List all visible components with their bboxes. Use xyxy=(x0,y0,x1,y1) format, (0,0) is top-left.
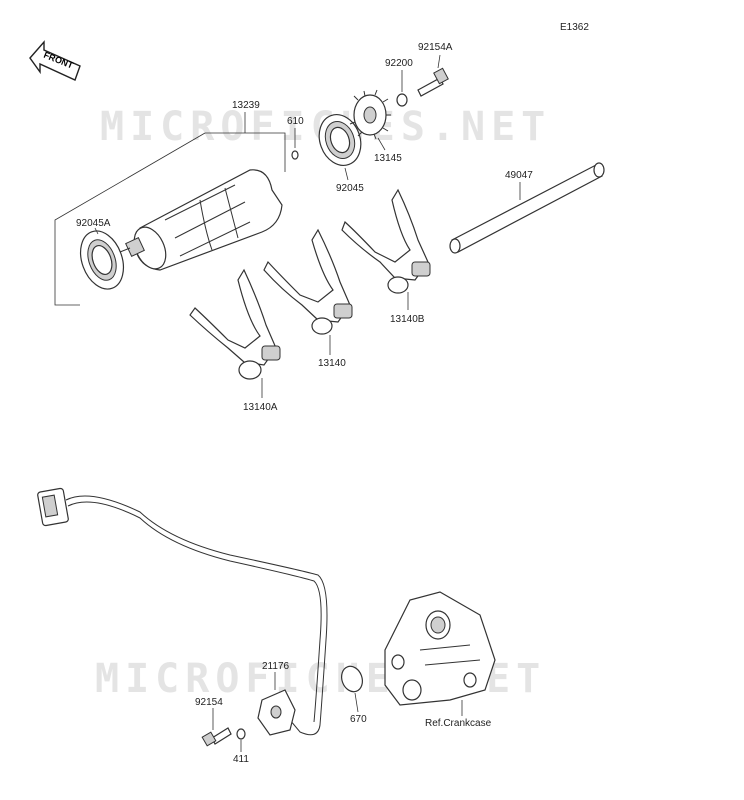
crankcase-ref xyxy=(384,591,496,706)
gear-13145 xyxy=(349,89,391,140)
oil-seal-92045A xyxy=(79,230,125,290)
shift-fork-13140 xyxy=(263,228,353,335)
label-13239: 13239 xyxy=(232,100,260,111)
shift-fork-13140A xyxy=(189,268,281,380)
label-21176: 21176 xyxy=(262,661,290,672)
washer-411 xyxy=(236,728,246,740)
label-670: 670 xyxy=(350,714,367,725)
label-49047: 49047 xyxy=(505,170,533,181)
label-92045A: 92045A xyxy=(76,218,111,229)
label-411: 411 xyxy=(233,754,249,765)
label-13140B: 13140B xyxy=(390,314,425,325)
washer-92200 xyxy=(396,93,408,107)
label-610: 610 xyxy=(287,116,304,127)
sensor-21176 xyxy=(257,689,296,736)
label-92154A: 92154A xyxy=(418,42,453,53)
label-92154: 92154 xyxy=(195,697,223,708)
bolt-92154 xyxy=(201,727,232,747)
label-13140A: 13140A xyxy=(243,402,278,413)
o-ring-670 xyxy=(341,665,363,693)
diagram-code: E1362 xyxy=(560,22,589,33)
shift-drum xyxy=(119,169,283,271)
sensor-harness xyxy=(37,487,328,736)
label-92045: 92045 xyxy=(336,183,364,194)
label-13140: 13140 xyxy=(318,358,346,369)
bolt-92154A xyxy=(417,67,449,97)
shift-fork-13140B xyxy=(341,188,431,294)
shaft-49047 xyxy=(449,162,605,254)
pin-610 xyxy=(291,150,299,160)
label-13145: 13145 xyxy=(374,153,402,164)
front-arrow-icon: FRONT xyxy=(29,40,81,81)
assembly-bracket xyxy=(54,132,286,306)
label-ref-crankcase: Ref.Crankcase xyxy=(425,718,492,729)
bearing-92045 xyxy=(318,114,362,166)
label-92200: 92200 xyxy=(385,58,413,69)
